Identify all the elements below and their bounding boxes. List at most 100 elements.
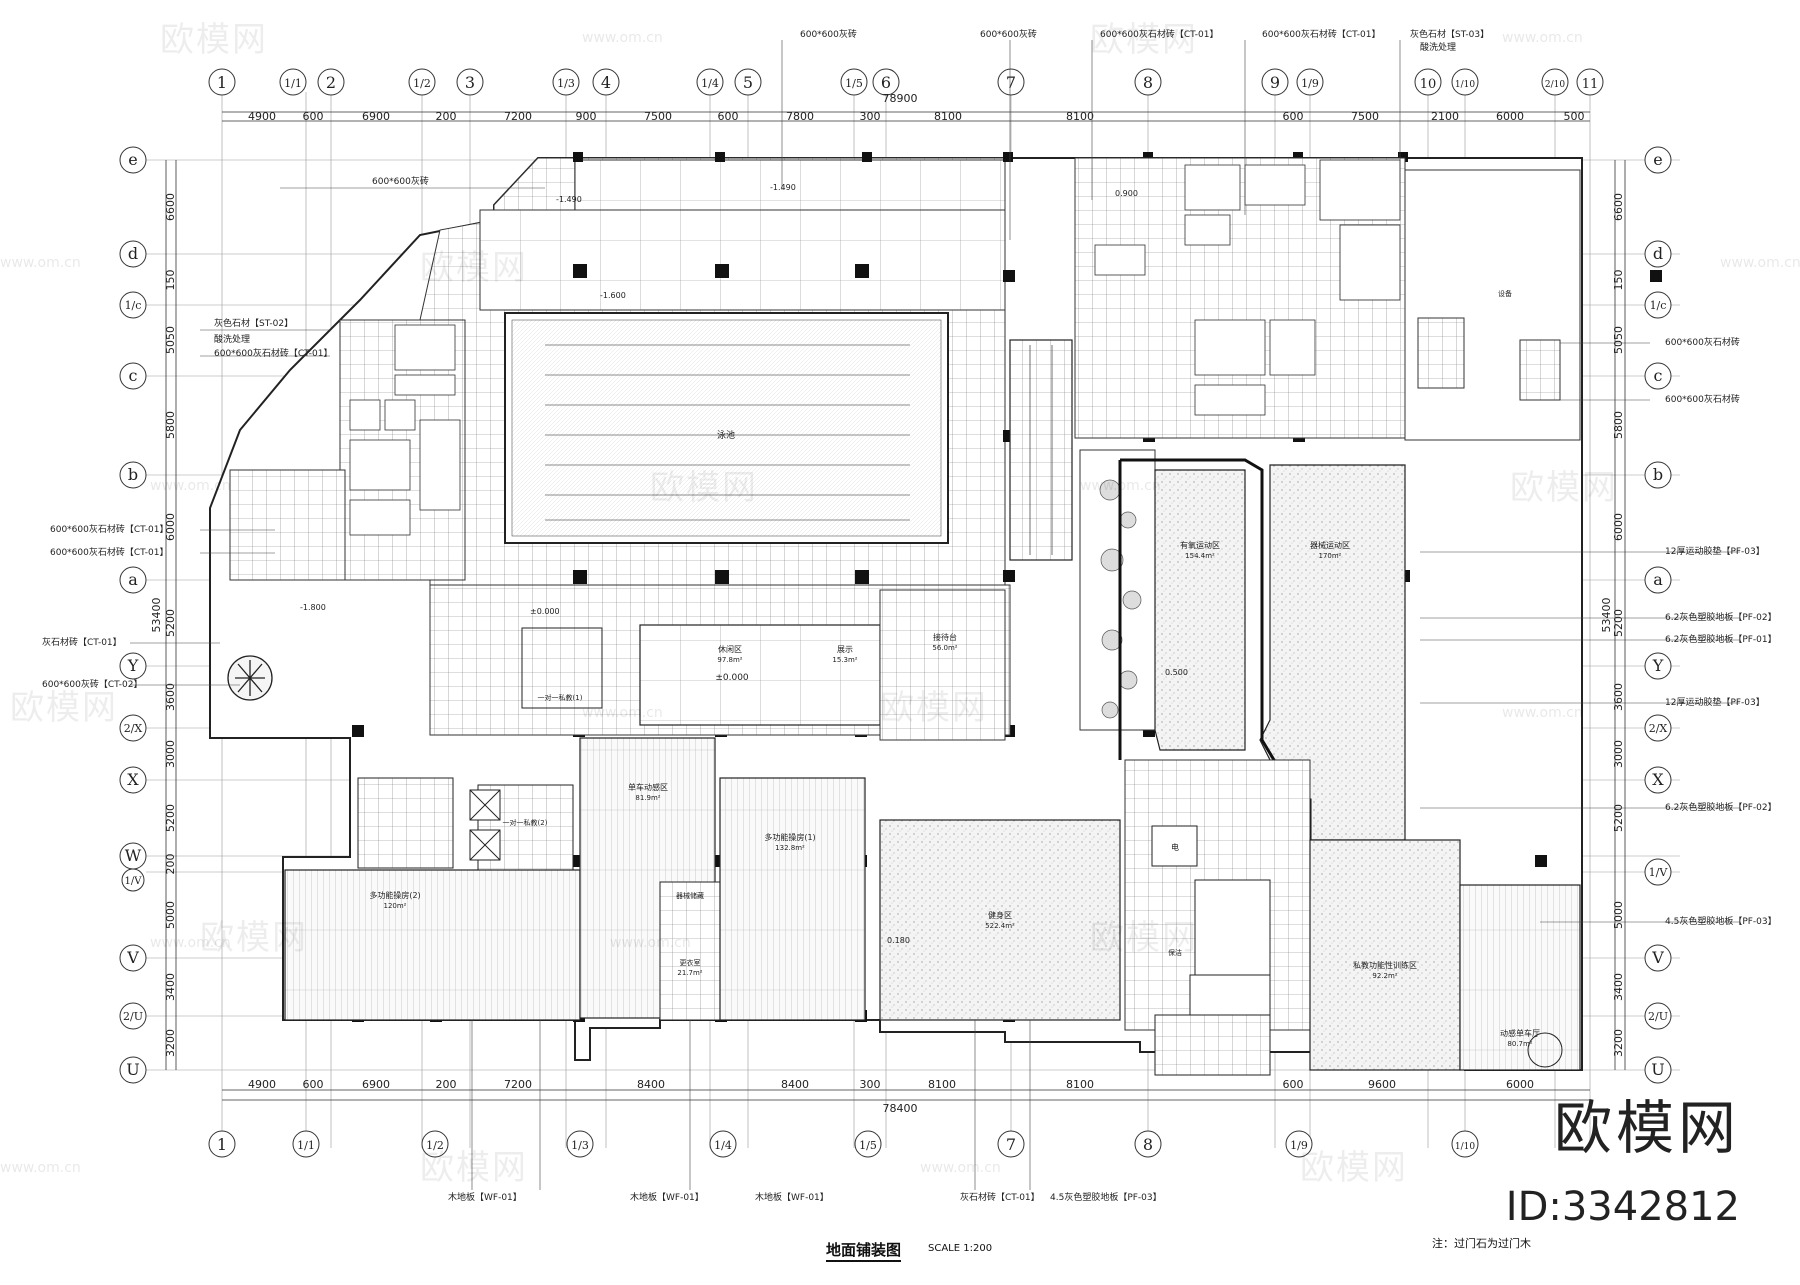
display-label: 展示 bbox=[837, 645, 853, 654]
dim-text: 200 bbox=[164, 854, 177, 875]
level-text: -1.490 bbox=[770, 183, 796, 192]
strength-area: 170m² bbox=[1319, 552, 1342, 560]
grid-label: 1 bbox=[217, 73, 227, 92]
cleaning-label: 保洁 bbox=[1168, 948, 1182, 957]
grid-label: 1/9 bbox=[1301, 77, 1319, 90]
dim-text: 7200 bbox=[504, 110, 532, 123]
pool-water bbox=[511, 319, 942, 537]
dim-text: 3000 bbox=[1612, 740, 1625, 768]
grid-label: 6 bbox=[881, 73, 891, 92]
drawing-note: 注：过门石为过门木 bbox=[1432, 1237, 1531, 1250]
changing-label: 更衣室 bbox=[680, 958, 701, 967]
grid-label: 4 bbox=[601, 73, 611, 92]
callout-text: 6.2灰色塑胶地板【PF-01】 bbox=[1665, 633, 1777, 645]
bottom-grid-labels: 1 1/1 1/2 1/3 1/4 1/5 7 8 1/9 1/10 bbox=[217, 1135, 1475, 1154]
multi1-area: 132.8m² bbox=[775, 844, 805, 852]
dim-text: 3200 bbox=[1612, 1029, 1625, 1057]
dim-text: 6000 bbox=[1612, 513, 1625, 541]
callout-text: 4.5灰色塑胶地板【PF-03】 bbox=[1665, 915, 1777, 927]
callout-text: 12厚运动胶垫【PF-03】 bbox=[1665, 545, 1765, 557]
dim-text: 600 bbox=[1283, 110, 1304, 123]
top-grid-labels: 1 1/1 2 1/2 3 1/3 4 1/4 5 1/5 6 7 8 9 1/… bbox=[217, 73, 1598, 92]
spinning-label: 单车动感区 bbox=[628, 782, 668, 792]
dim-text: 9600 bbox=[1368, 1078, 1396, 1091]
callout-text: 600*600灰砖 bbox=[800, 28, 857, 40]
dim-text: 4900 bbox=[248, 1078, 276, 1091]
dim-text: 8100 bbox=[928, 1078, 956, 1091]
dim-text: 5000 bbox=[1612, 901, 1625, 929]
grid-label: 1 bbox=[217, 1135, 227, 1154]
dim-text: 5050 bbox=[1612, 326, 1625, 354]
dim-text: 200 bbox=[436, 110, 457, 123]
callout-text: 600*600灰石材砖【CT-01】 bbox=[214, 347, 333, 359]
row-labels-right: e d 1/c c b a Y 2/X X 1/V V 2/U U bbox=[1648, 150, 1668, 1079]
callout-text: 600*600灰砖 bbox=[372, 175, 429, 187]
grid-label: 1/3 bbox=[557, 77, 575, 90]
callout-text: 酸洗处理 bbox=[1420, 41, 1456, 53]
callout-text: 600*600灰石材砖【CT-01】 bbox=[50, 546, 169, 558]
dim-text: 300 bbox=[860, 1078, 881, 1091]
level-text: -1.600 bbox=[600, 291, 626, 300]
equipment-label: 设备 bbox=[1498, 289, 1512, 298]
dim-text: 7500 bbox=[644, 110, 672, 123]
bottom-dimensions: 78400 4900 600 6900 200 7200 8400 8400 3… bbox=[248, 1078, 1534, 1115]
grid-label: 7 bbox=[1006, 73, 1016, 92]
grid-label: c bbox=[129, 366, 138, 385]
lounge-label: 休闲区 bbox=[718, 644, 742, 654]
dim-text: 8100 bbox=[934, 110, 962, 123]
lounge-level: ±0.000 bbox=[715, 673, 749, 683]
pool-deck-north bbox=[574, 159, 1006, 211]
grid-label: 9 bbox=[1270, 73, 1280, 92]
grid-label: a bbox=[1653, 570, 1663, 589]
fitness-label: 健身区 bbox=[988, 910, 1012, 920]
dim-text: 6900 bbox=[362, 1078, 390, 1091]
callout-leaders bbox=[130, 40, 1740, 1190]
bottom-grid-bubbles bbox=[208, 1130, 1479, 1158]
cardio-zone bbox=[1154, 469, 1246, 751]
callouts-right: 600*600灰石材砖 600*600灰石材砖 12厚运动胶垫【PF-03】 6… bbox=[1665, 336, 1777, 927]
grid-label: 1/c bbox=[125, 299, 142, 312]
tree-symbol bbox=[227, 655, 273, 701]
dim-text: 5000 bbox=[164, 901, 177, 929]
callout-text: 6.2灰色塑胶地板【PF-02】 bbox=[1665, 801, 1777, 813]
grid-label: 1/5 bbox=[859, 1139, 877, 1152]
dim-text: 600 bbox=[718, 110, 739, 123]
dim-text: 7200 bbox=[504, 1078, 532, 1091]
grid-label: 1/4 bbox=[714, 1139, 732, 1152]
grid-label: Y bbox=[127, 656, 139, 675]
pt1-label: 一对一私教(1) bbox=[538, 693, 583, 702]
pool-deck-mid bbox=[479, 209, 1006, 311]
callout-text: 600*600灰砖【CT-02】 bbox=[42, 678, 143, 690]
spinning-area: 81.9m² bbox=[635, 794, 660, 802]
grid-label: 2 bbox=[326, 73, 336, 92]
pool-lane-lines bbox=[545, 344, 910, 521]
grid-label: 1/10 bbox=[1455, 1142, 1475, 1152]
callout-text: 4.5灰色塑胶地板【PF-03】 bbox=[1050, 1191, 1162, 1203]
escalator-steps bbox=[1029, 345, 1053, 555]
level-text: 0.180 bbox=[887, 936, 910, 945]
multi-room-2 bbox=[284, 869, 581, 1021]
kids-hall bbox=[1459, 884, 1581, 1071]
front-desk bbox=[879, 589, 1006, 741]
callouts-top: 600*600灰砖 600*600灰砖 600*600灰石材砖【CT-01】 6… bbox=[800, 28, 1489, 53]
dim-total-top: 78900 bbox=[883, 92, 918, 105]
grid-label: c bbox=[1654, 366, 1663, 385]
stair-ne-2 bbox=[1519, 339, 1561, 401]
callouts-left: 600*600灰砖 灰色石材【ST-02】 酸洗处理 600*600灰石材砖【C… bbox=[42, 175, 429, 690]
dim-text: 8400 bbox=[637, 1078, 665, 1091]
drawing-title: 地面铺装图 bbox=[826, 1239, 902, 1262]
grid-label: 8 bbox=[1143, 73, 1153, 92]
grid-label: b bbox=[128, 465, 138, 484]
grid-label: 2/U bbox=[123, 1010, 143, 1023]
callout-text: 木地板【WF-01】 bbox=[448, 1191, 522, 1203]
multi1-label: 多功能操房(1) bbox=[764, 832, 815, 842]
stair-ne bbox=[1417, 317, 1465, 389]
grid-label: 1/2 bbox=[413, 77, 431, 90]
callout-text: 600*600灰石材砖【CT-01】 bbox=[1100, 28, 1219, 40]
top-dimensions: 78900 4900 600 6900 200 7200 900 7500 60… bbox=[248, 92, 1585, 123]
dim-text: 8100 bbox=[1066, 110, 1094, 123]
dim-text: 200 bbox=[436, 1078, 457, 1091]
level-text: 0.900 bbox=[1115, 189, 1138, 198]
grid-label: 2/X bbox=[124, 722, 143, 735]
row-bubbles bbox=[119, 146, 1672, 1084]
